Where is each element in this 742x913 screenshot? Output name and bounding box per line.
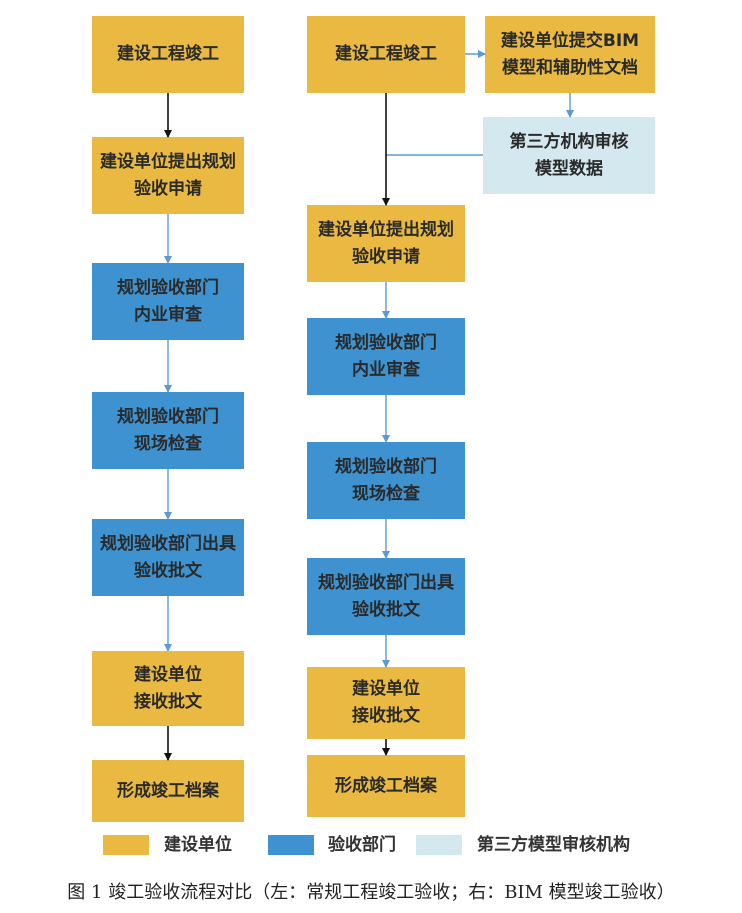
legend-label-third-party: 第三方模型审核机构 (477, 835, 630, 855)
step-label-line: 现场检查 (134, 433, 202, 454)
step-label-line: 规划验收部门出具 (318, 572, 454, 593)
step-label-line: 规划验收部门出具 (100, 533, 236, 554)
step-label-line: 规划验收部门 (335, 332, 437, 353)
step-label-line: 建设工程竣工 (335, 44, 437, 64)
step-label-line: 建设工程竣工 (117, 44, 219, 64)
left-flow-step-7: 形成竣工档案 (92, 760, 244, 822)
step-label-line: 现场检查 (352, 483, 420, 504)
step-label-line: 建设单位提出规划 (318, 219, 454, 240)
legend-swatch-third-party (416, 835, 462, 855)
step-label-line: 验收申请 (134, 178, 202, 199)
legend-swatch-construction-unit (103, 835, 149, 855)
step-label-line: 规划验收部门 (117, 277, 219, 298)
right-flow-step-1: 建设工程竣工 (307, 16, 465, 93)
left-flow-step-4: 规划验收部门现场检查 (92, 392, 244, 469)
step-label-line: 接收批文 (352, 706, 420, 726)
step-label-line: 接收批文 (134, 691, 202, 712)
left-flow-step-3: 规划验收部门内业审查 (92, 263, 244, 340)
step-label-line: 模型数据 (535, 158, 603, 179)
right-flow-step-7: 规划验收部门出具验收批文 (307, 558, 465, 635)
step-label-line: 验收批文 (134, 560, 202, 581)
step-label-line: 第三方机构审核 (509, 131, 629, 152)
step-label-line: 建设单位 (352, 679, 420, 699)
right-flow-step-5: 规划验收部门内业审查 (307, 318, 465, 395)
left-flow-step-2: 建设单位提出规划验收申请 (92, 137, 244, 214)
figure-caption: 图 1 竣工验收流程对比（左：常规工程竣工验收；右：BIM 模型竣工验收） (67, 882, 675, 903)
step-label-line: 内业审查 (352, 359, 420, 380)
step-label-line: 建设单位 (134, 664, 202, 685)
legend-label-construction-unit: 建设单位 (164, 835, 232, 855)
step-label-line: 验收申请 (352, 246, 420, 267)
right-flow-step-2: 建设单位提交BIM 模型和辅助性文档 (485, 16, 655, 93)
left-flow-step-5: 规划验收部门出具验收批文 (92, 519, 244, 596)
right-flow-step-8: 建设单位接收批文 (307, 667, 465, 739)
step-label-line: 模型和辅助性文档 (501, 57, 638, 78)
left-flow-step-6: 建设单位接收批文 (92, 651, 244, 726)
step-label-line: 建设单位提出规划 (100, 151, 236, 172)
right-flow-step-3: 第三方机构审核模型数据 (483, 117, 655, 194)
legend-label-acceptance-department: 验收部门 (328, 835, 396, 855)
right-flow-step-4: 建设单位提出规划验收申请 (307, 205, 465, 282)
step-label-line: 规划验收部门 (335, 456, 437, 477)
step-label-line: 形成竣工档案 (335, 775, 437, 796)
legend-swatch-acceptance-department (268, 835, 314, 855)
right-flow-step-9: 形成竣工档案 (307, 755, 465, 817)
step-label-line: 规划验收部门 (117, 406, 219, 427)
step-label-line: 建设单位提交BIM (500, 30, 640, 51)
step-label-line: 内业审查 (134, 304, 202, 325)
step-label-line: 验收批文 (352, 599, 420, 620)
left-flow-step-1: 建设工程竣工 (92, 16, 244, 93)
step-label-line: 形成竣工档案 (117, 780, 219, 801)
right-flow-step-6: 规划验收部门现场检查 (307, 442, 465, 519)
